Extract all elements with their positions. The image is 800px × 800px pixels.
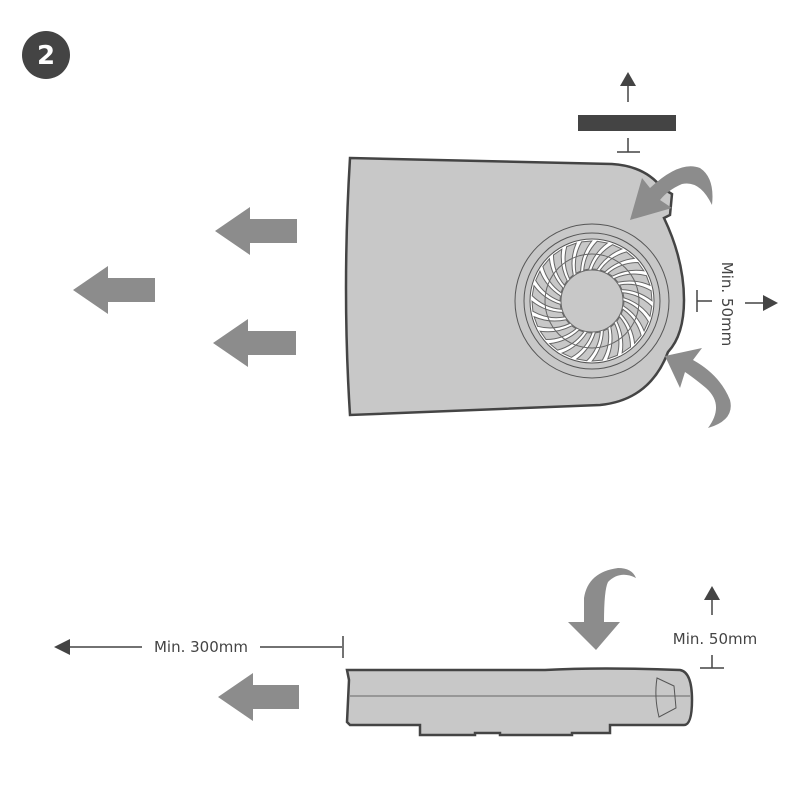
fan-icon [514,223,670,379]
fan-blade [531,300,566,319]
top-clearance-marker [617,84,640,153]
intake-arrow-icon [665,348,731,428]
exhaust-arrows [73,207,297,367]
arrow-up-icon [620,72,636,86]
fan-blade [574,240,593,275]
intake-arrow-icon [568,568,636,650]
top-clearance-label: Min. 50mm [673,630,757,648]
exhaust-arrow-icon [215,207,297,255]
fan-blade [613,273,651,287]
rear-clearance-marker [68,636,344,658]
fan-blade [623,300,649,333]
arrow-right-icon [763,295,778,311]
top-clearance-marker-side [700,599,724,669]
obstacle-bar [578,115,676,131]
fan-blade [583,240,609,271]
exhaust-arrow-icon [213,319,296,367]
vent-icon [655,677,677,718]
intake-arrow-icon [630,166,713,220]
fan-blade [575,331,601,362]
svg-text:2: 2 [37,41,55,71]
rear-clearance-label: Min. 300mm [154,638,248,656]
fan-blade [591,327,610,362]
step-badge: 2 [22,31,70,79]
side-clearance-label: Min. 50mm [718,262,736,346]
exhaust-arrow-icon [73,266,155,314]
arrow-left-icon [54,639,70,655]
fan-blade [591,244,624,270]
fan-blade [560,332,593,358]
fan-blade [535,269,561,302]
device-side-view [345,667,694,737]
fan-blade [606,322,620,360]
side-clearance-marker [696,290,764,312]
fan-blade [616,316,632,354]
fan-blade [607,261,645,277]
fan-blade [533,315,571,329]
fan-blade [539,325,577,341]
fan-blade [618,283,653,302]
exhaust-arrow-icon [218,673,299,721]
arrow-up-icon [704,586,720,600]
fan-blade [552,248,568,286]
fan-blade [531,284,562,310]
fan-blade [564,242,578,280]
fan-blade [622,292,653,318]
